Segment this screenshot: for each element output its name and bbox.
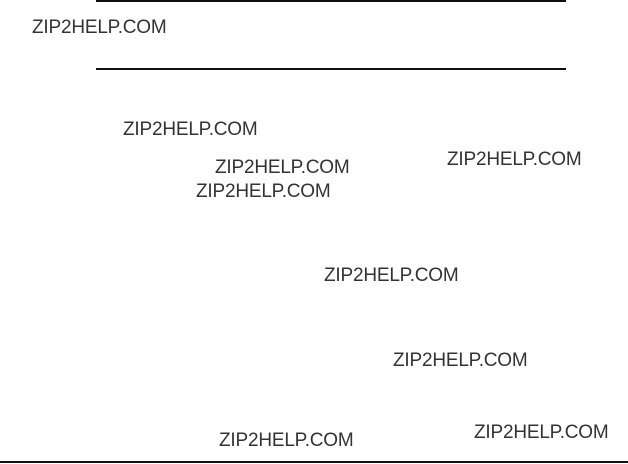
watermark-text: ZIP2HELP.COM xyxy=(447,149,582,170)
watermark-text: ZIP2HELP.COM xyxy=(474,422,609,443)
watermark-text: ZIP2HELP.COM xyxy=(123,119,258,140)
watermark-text: ZIP2HELP.COM xyxy=(219,430,354,451)
header-rule xyxy=(96,68,566,70)
watermark-text: ZIP2HELP.COM xyxy=(324,265,459,286)
watermark-text: ZIP2HELP.COM xyxy=(393,350,528,371)
top-rule xyxy=(96,0,566,2)
watermark-text: ZIP2HELP.COM xyxy=(32,17,167,38)
watermark-text: ZIP2HELP.COM xyxy=(215,157,350,178)
watermark-text: ZIP2HELP.COM xyxy=(196,181,331,202)
bottom-rule xyxy=(0,461,628,463)
